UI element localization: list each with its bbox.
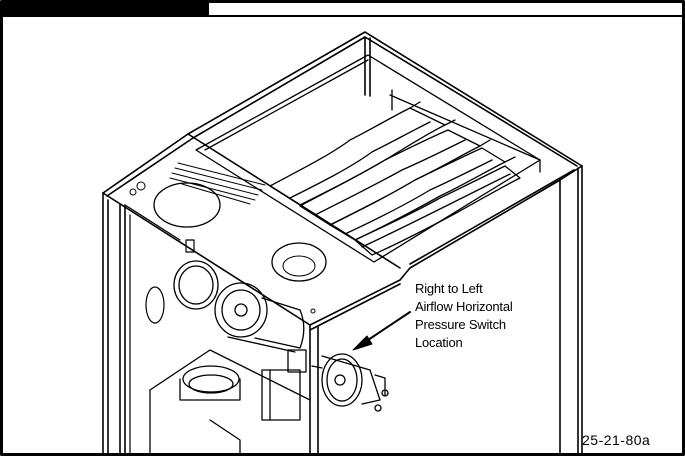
burner-compartment — [195, 54, 541, 263]
pressure-switch-callout: Right to Left Airflow Horizontal Pressur… — [415, 280, 513, 352]
callout-line-4: Location — [415, 335, 463, 350]
furnace-cabinet — [102, 31, 583, 456]
pressure-switch — [311, 353, 389, 412]
callout-line-3: Pressure Switch — [415, 317, 506, 332]
gas-valve-assembly — [149, 349, 311, 456]
callout-line-1: Right to Left — [415, 281, 483, 296]
heat-exchanger-tubes — [269, 101, 521, 256]
flue-opening-left — [153, 182, 221, 228]
arrow-icon — [352, 311, 411, 351]
flue-opening-right — [271, 242, 327, 282]
callout-line-2: Airflow Horizontal — [415, 299, 513, 314]
figure-id-label: 25-21-80a — [582, 432, 651, 448]
inducer-assembly — [173, 260, 305, 353]
vent-slots — [169, 162, 266, 205]
